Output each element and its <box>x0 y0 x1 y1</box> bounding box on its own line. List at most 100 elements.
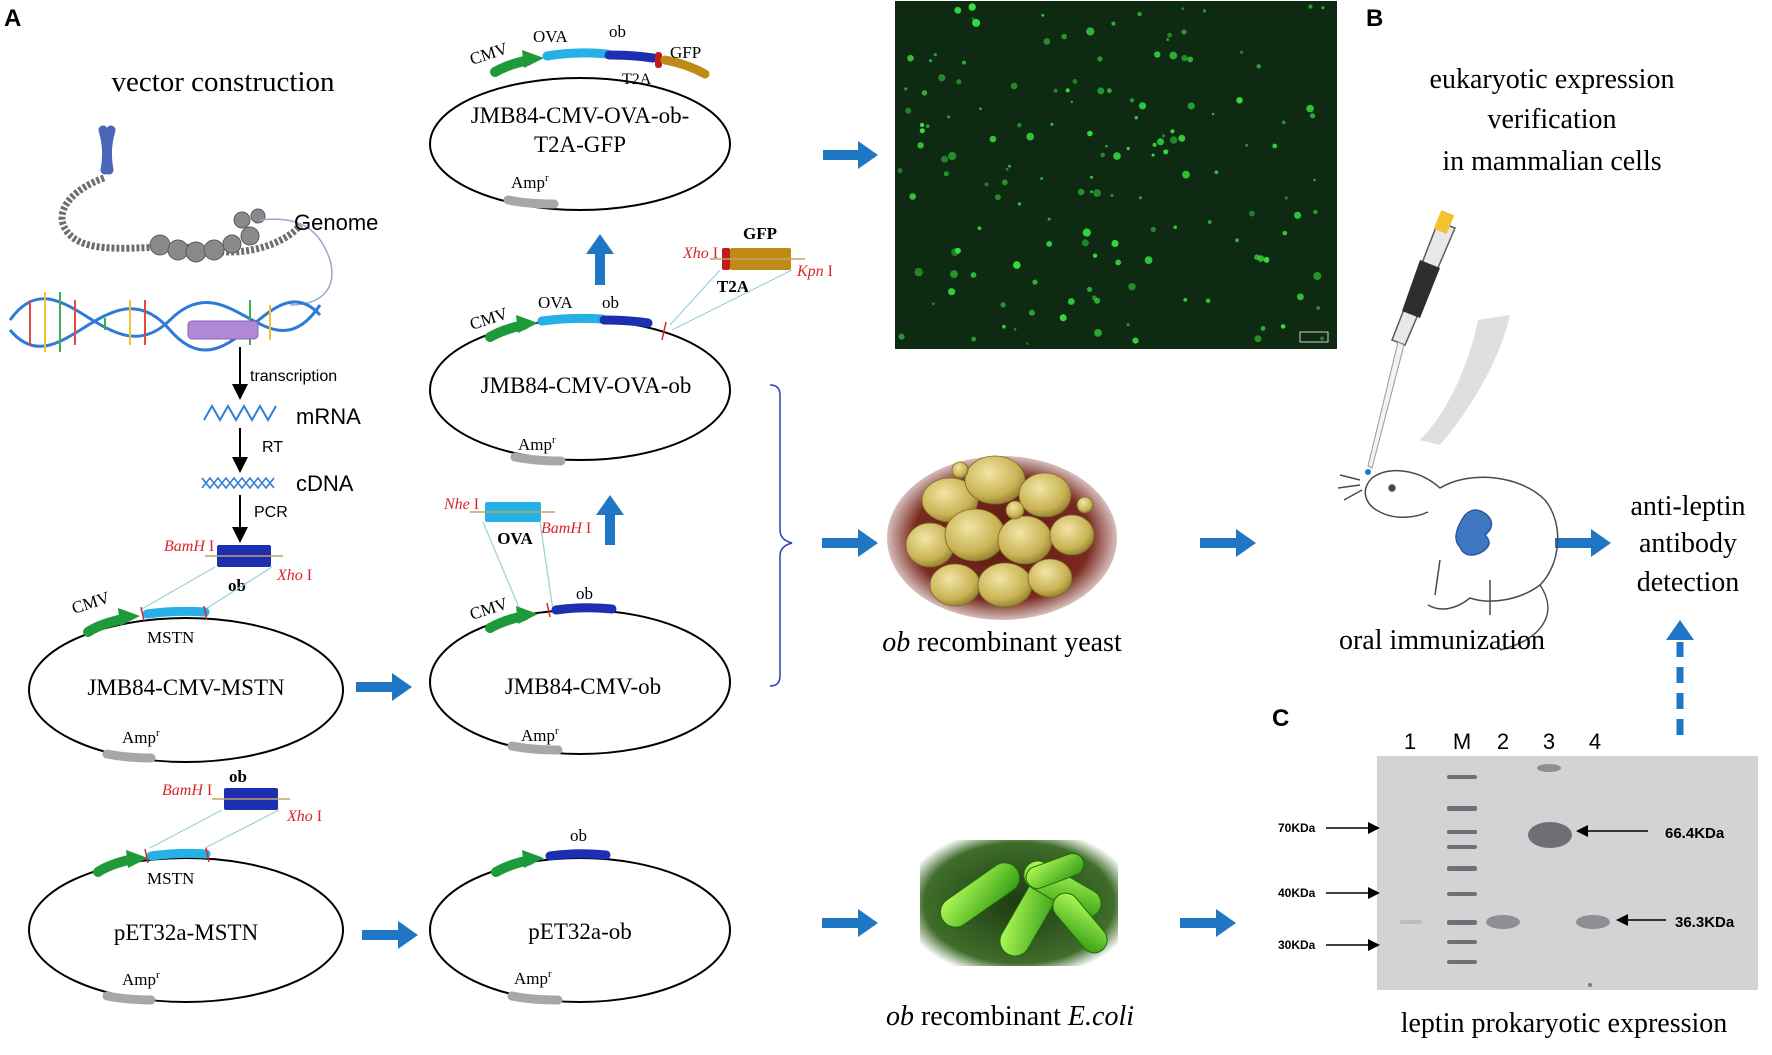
lane-label-2: 2 <box>1497 729 1509 754</box>
fluorescent-cell <box>1087 286 1093 292</box>
fluorescent-cell <box>1157 138 1164 146</box>
amp-gene-3 <box>503 195 559 209</box>
site-nhe: Nhe I <box>443 496 479 513</box>
gfp-insert-label: GFP <box>743 224 777 243</box>
amp-gene-1 <box>102 749 156 763</box>
arrow-up-2 <box>596 495 624 545</box>
fluorescent-cell <box>1256 64 1261 69</box>
amp-label-1: Ampr <box>122 727 160 747</box>
amp-gene-6 <box>507 991 563 1005</box>
fluorescent-cell <box>1028 309 1035 316</box>
fluorescent-cell <box>1167 32 1172 38</box>
plasmid-pet32a-mstn <box>28 857 344 1003</box>
fluorescent-cell <box>1132 337 1139 344</box>
bracket <box>769 384 793 687</box>
plasmid-name-pet32a-mstn: pET32a-MSTN <box>114 920 259 945</box>
marker-30: 30KDa <box>1278 938 1316 952</box>
fluorescent-cell <box>947 115 951 119</box>
fluorescent-cell <box>1280 324 1286 329</box>
arrow-to-yeast <box>822 529 878 557</box>
lane-label-4: 4 <box>1589 729 1601 754</box>
caption-ecoli: ob recombinant E.coli <box>886 1001 1134 1032</box>
t2a-insert-label: T2A <box>717 277 750 296</box>
fluorescent-cell <box>971 336 977 342</box>
fluorescent-cell <box>1313 178 1316 182</box>
fluorescent-cell <box>905 107 912 114</box>
fluorescent-cell <box>1100 152 1105 158</box>
plasmid-name-pet32a-ob: pET32a-ob <box>528 919 631 944</box>
marker-70: 70KDa <box>1278 821 1316 835</box>
fluorescent-cell <box>1254 335 1262 343</box>
fluorescent-cell <box>1182 170 1190 179</box>
fluorescent-cell <box>968 3 976 11</box>
fluorescent-cell <box>1077 188 1085 196</box>
fluorescent-cell <box>1144 256 1153 264</box>
lane-label-1: 1 <box>1404 729 1416 754</box>
gfp-gene-3 <box>660 55 710 79</box>
fluorescent-cell <box>1181 29 1187 35</box>
fluorescent-cell <box>1151 153 1155 157</box>
fluorescent-cell <box>970 272 977 278</box>
fluorescent-cell <box>1065 88 1070 93</box>
ob-gene-6 <box>545 849 611 861</box>
lane-label-m: M <box>1453 729 1471 754</box>
fluorescent-cell <box>898 333 905 340</box>
fluorescent-cell <box>1000 302 1006 308</box>
fluorescent-cell <box>971 17 975 20</box>
fluorescent-cell <box>1002 324 1006 329</box>
fluorescent-cell <box>1313 209 1318 215</box>
ecoli-image <box>920 840 1118 966</box>
fluorescent-cell <box>1181 54 1188 62</box>
fluorescent-cell <box>1257 255 1265 262</box>
fluorescent-cell <box>1090 190 1093 193</box>
fluorescent-cell <box>1059 314 1067 322</box>
chromosome-icon <box>98 125 116 175</box>
heading-euk-line1: eukaryotic expression <box>1430 64 1675 95</box>
ova-gene-4 <box>537 313 607 326</box>
ob-label-4: ob <box>602 293 619 312</box>
fluorescent-cell <box>1001 179 1008 186</box>
fluorescent-cell <box>1067 298 1075 305</box>
fluorescent-cell <box>1107 88 1112 94</box>
fluorescent-cell <box>1017 123 1022 128</box>
fluorescent-cell <box>1087 130 1093 137</box>
fluorescent-cell <box>1162 134 1166 138</box>
ob-insert-1: BamH I Xho I ob <box>139 538 312 611</box>
fluorescent-cell <box>1272 143 1278 149</box>
fluorescent-cell <box>1297 293 1304 301</box>
ob-label-5: ob <box>576 584 593 603</box>
fluorescent-cell <box>1097 56 1103 62</box>
fluorescent-cell <box>1126 146 1130 151</box>
fluorescent-cell <box>1111 21 1116 26</box>
fluorescent-cell <box>1138 196 1142 200</box>
genome-label: Genome <box>294 210 378 235</box>
site-bamh-2: BamH I <box>162 782 212 799</box>
fluorescent-cell <box>1043 38 1051 45</box>
fluorescent-cell <box>1111 239 1119 248</box>
scale-bar <box>1299 331 1329 343</box>
site-xho-1: Xho I <box>276 567 312 584</box>
site-xho-2: Xho I <box>286 808 322 825</box>
fluorescent-cell <box>1013 261 1021 269</box>
fluorescent-cell <box>1173 225 1177 230</box>
sds-page-gel: 1 M 2 3 4 70KDa 40KDa 30KDa 66.4KDa 36.3… <box>1278 729 1758 990</box>
fluorescent-cell <box>1134 116 1139 120</box>
plasmid-jmb84-cmv-mstn <box>28 617 344 763</box>
caption-yeast: ob recombinant yeast <box>882 627 1122 658</box>
fluorescent-cell <box>1137 11 1142 17</box>
fluorescent-cell <box>897 168 903 174</box>
caption-anti-line3: detection <box>1637 567 1740 598</box>
transcription-label: transcription <box>250 368 337 385</box>
fluorescent-cell <box>1170 129 1175 134</box>
fluorescent-cell <box>1281 120 1286 125</box>
fluorescent-cell <box>914 267 923 277</box>
fluorescent-cell <box>909 193 916 200</box>
fluorescent-cell <box>1041 13 1045 17</box>
t2a-element-3 <box>655 52 662 68</box>
ob-label-3: ob <box>609 22 626 41</box>
ova-insert: Nhe I BamH I OVA <box>443 496 591 611</box>
dashed-arrow-head <box>1666 620 1694 640</box>
fluorescent-cell <box>1093 189 1101 197</box>
fluorescent-cell <box>1249 210 1255 217</box>
ob-gene-4 <box>599 315 653 328</box>
